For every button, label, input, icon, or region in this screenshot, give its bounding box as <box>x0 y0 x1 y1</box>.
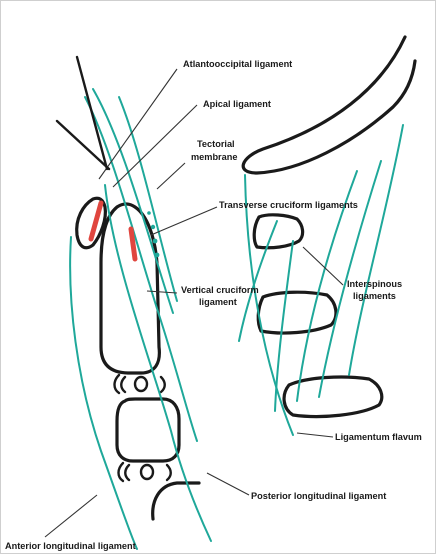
leader-ligamentum-flavum <box>297 433 333 437</box>
label-vertical-cruciform-2: ligament <box>199 297 237 307</box>
ligament-line-4 <box>119 97 177 301</box>
label-vertical-cruciform-1: Vertical cruciform <box>181 285 259 295</box>
tectorial-membrane-outer <box>93 89 173 313</box>
anterior-longitudinal-ligament <box>70 237 137 549</box>
ligamentum-flavum-line-3 <box>349 125 403 375</box>
leader-anterior-longitudinal <box>45 495 97 537</box>
label-interspinous-1: Interspinous <box>347 279 402 289</box>
label-anterior-longitudinal: Anterior longitudinal ligament <box>5 541 136 551</box>
label-apical-ligament: Apical ligament <box>203 99 271 109</box>
label-posterior-longitudinal: Posterior longitudinal ligament <box>251 491 386 501</box>
label-tectorial-1: Tectorial <box>197 139 235 149</box>
disc-c3-c4 <box>119 463 171 481</box>
spinous-process-c3 <box>258 292 336 333</box>
label-transverse-cruciform: Transverse cruciform ligaments <box>219 200 358 210</box>
c4-vertebral-body <box>153 483 199 519</box>
spinous-process-c2 <box>254 215 302 248</box>
label-ligamentum-flavum: Ligamentum flavum <box>335 432 422 442</box>
label-tectorial-2: membrane <box>191 152 237 162</box>
leader-posterior-longitudinal <box>207 473 249 495</box>
leader-tectorial <box>157 163 185 189</box>
leader-transverse-cruciform <box>151 207 217 235</box>
leader-interspinous <box>303 247 343 285</box>
label-atlantooccipital-ligament: Atlantooccipital ligament <box>183 59 292 69</box>
label-interspinous-2: ligaments <box>353 291 396 301</box>
